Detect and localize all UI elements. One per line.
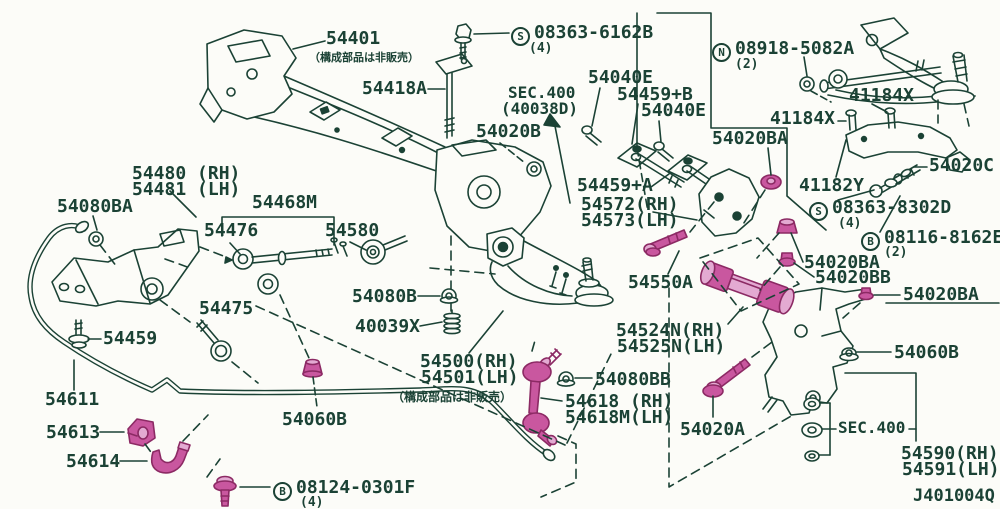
label-54614: 54614 bbox=[66, 451, 121, 472]
knuckle-art bbox=[762, 287, 870, 462]
bracket-54480-art bbox=[51, 228, 200, 307]
label-41184x-lower: 41184X bbox=[770, 108, 836, 129]
bolt-54550a-art bbox=[643, 229, 688, 257]
nut-54080b-art bbox=[439, 288, 459, 304]
label-54459b: 54459+B bbox=[617, 84, 693, 105]
label-54550a: 54550A bbox=[628, 272, 694, 293]
label-08918-5082a-qty: (2) bbox=[735, 57, 759, 72]
label-54040e-2: 54040E bbox=[641, 100, 707, 121]
label-sec400-top: SEC.400 bbox=[508, 83, 576, 102]
nut-54080bb-art bbox=[556, 371, 576, 387]
label-08363-6162b-qty: (4) bbox=[529, 41, 553, 56]
bracket-54572-art bbox=[698, 168, 760, 237]
label-41182y: 41182Y bbox=[799, 175, 865, 196]
label-54525n: 54525N(LH) bbox=[617, 336, 726, 357]
label-54060b-right: 54060B bbox=[894, 342, 960, 363]
label-54476: 54476 bbox=[204, 220, 259, 241]
label-54401-note: （構成部品は非販売） bbox=[309, 51, 419, 64]
grommet-54020ba-top-art bbox=[760, 174, 782, 190]
bolt-08124-art bbox=[213, 475, 237, 507]
label-54501: 54501(LH) bbox=[421, 367, 519, 388]
label-54020ba-right: 54020BA bbox=[903, 284, 979, 305]
link-54524n-art bbox=[699, 260, 795, 315]
cone-54060b-bottom-art bbox=[302, 358, 323, 378]
third-link-art bbox=[845, 107, 971, 198]
cone-54020ba-mid-art bbox=[776, 218, 798, 234]
spring-40039x-art bbox=[443, 309, 461, 335]
label-54611: 54611 bbox=[45, 389, 100, 410]
label-54468m: 54468M bbox=[252, 192, 318, 213]
label-54020a: 54020A bbox=[680, 419, 746, 440]
label-54573: 54573(LH) bbox=[581, 210, 679, 231]
label-sec400-top-ref: (40038D) bbox=[501, 99, 579, 118]
grommet-54080ba-art bbox=[88, 231, 104, 247]
circled-n-icon: N bbox=[712, 43, 731, 62]
label-54480: 54480 (RH) bbox=[132, 163, 241, 184]
drawing-code: J401004Q bbox=[913, 486, 995, 506]
label-54020b: 54020B bbox=[476, 121, 542, 142]
nut-54020ba-right-art bbox=[858, 287, 874, 301]
bolt-54475-art bbox=[196, 319, 232, 362]
bolt-54020a-art bbox=[702, 358, 751, 398]
label-54060b-bottom: 54060B bbox=[282, 409, 348, 430]
circled-s-icon: S bbox=[809, 202, 828, 221]
label-54020c: 54020C bbox=[929, 155, 995, 176]
label-40039x: 40039X bbox=[355, 316, 421, 337]
label-54618m: 54618M(LH) bbox=[565, 407, 674, 428]
label-54500: 54500(RH) bbox=[420, 351, 518, 372]
pink-parts bbox=[127, 174, 874, 507]
label-54591: 54591(LH) bbox=[902, 459, 1000, 480]
washer-54580-art bbox=[360, 235, 408, 265]
label-41184x-upper: 41184X bbox=[849, 85, 915, 106]
label-54580: 54580 bbox=[325, 220, 380, 241]
label-54572: 54572(RH) bbox=[581, 194, 679, 215]
label-54040e-1: 54040E bbox=[588, 67, 654, 88]
stud-54418a-art bbox=[435, 53, 473, 139]
label-54020ba-mid: 54020BA bbox=[804, 252, 880, 273]
circled-b-icon: B bbox=[273, 482, 292, 501]
crossmember-art bbox=[199, 29, 552, 253]
transverse-link-art bbox=[486, 227, 614, 307]
bolt-54459-art bbox=[68, 319, 90, 349]
label-54080b: 54080B bbox=[352, 286, 418, 307]
label-54418a: 54418A bbox=[362, 78, 428, 99]
label-54618: 54618 (RH) bbox=[565, 391, 674, 412]
label-54524n: 54524N(RH) bbox=[616, 320, 725, 341]
bolt-6162b-art bbox=[454, 23, 472, 60]
label-54401: 54401 bbox=[326, 28, 381, 49]
stabilizer-link-54618-art bbox=[522, 348, 562, 447]
clamp-54614-art bbox=[150, 441, 191, 474]
bushing-54613-art bbox=[127, 418, 156, 447]
label-54020bb: 54020BB bbox=[815, 267, 891, 288]
label-54500-note: （構成部品は非販売） bbox=[392, 390, 513, 404]
rod-54468m-art bbox=[232, 237, 348, 295]
label-sec400-right: SEC.400 bbox=[838, 418, 906, 437]
circled-b-icon: B bbox=[861, 232, 880, 251]
label-54481: 54481 (LH) bbox=[132, 179, 241, 200]
label-08116-8162e-qty: (2) bbox=[884, 245, 908, 260]
leader-lines bbox=[73, 12, 1000, 498]
label-54590: 54590(RH) bbox=[901, 443, 999, 464]
label-08363-8302d-qty: (4) bbox=[838, 216, 862, 231]
label-54080ba: 54080BA bbox=[57, 196, 133, 217]
stabilizer-bar-art bbox=[27, 220, 556, 462]
label-54475: 54475 bbox=[199, 298, 254, 319]
label-08124-0301f-qty: (4) bbox=[300, 495, 324, 509]
upper-arm-art bbox=[799, 17, 976, 105]
label-54020ba-top: 54020BA bbox=[712, 128, 788, 149]
label-54459: 54459 bbox=[103, 328, 158, 349]
label-54613: 54613 bbox=[46, 422, 101, 443]
label-54080bb: 54080BB bbox=[595, 369, 671, 390]
nut-54020bb-art bbox=[778, 252, 796, 267]
circled-s-icon: S bbox=[511, 27, 530, 46]
label-54459a: 54459+A bbox=[577, 175, 653, 196]
